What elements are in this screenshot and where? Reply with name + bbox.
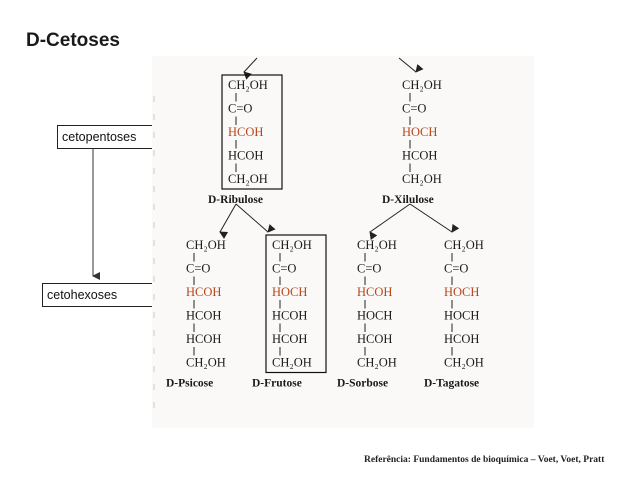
formula-line: HCOH: [357, 332, 392, 346]
molecule-d-tagatose: CH₂OH C=O HOCH HOCH HCOH CH₂OH D-Tagatose: [424, 238, 484, 390]
formula-line: CH₂OH: [357, 238, 397, 252]
branch-arrow: [219, 203, 237, 239]
formula-line: HOCH: [272, 285, 307, 299]
formula-line: CH₂OH: [402, 172, 442, 186]
formula-line: C=O: [402, 102, 426, 116]
formula-line: CH₂OH: [357, 356, 397, 370]
ketopentoses-label: cetopentoses: [57, 125, 162, 149]
branch-arrow: [235, 203, 276, 233]
formula-line: CH₂OH: [186, 356, 226, 370]
formula-line: C=O: [228, 102, 252, 116]
molecule-d-xilulose: CH₂OH C=O HOCH HCOH CH₂OH D-Xilulose: [382, 78, 442, 206]
molecule-d-sorbose: CH₂OH C=O HCOH HOCH HCOH CH₂OH D-Sorbose: [337, 238, 397, 390]
formula-line: HCOH: [186, 285, 221, 299]
molecule-d-ribulose: CH₂OH C=O HCOH HCOH CH₂OH D-Ribulose: [208, 74, 283, 206]
formula-line: HOCH: [402, 125, 437, 139]
formula-line: HOCH: [444, 285, 479, 299]
formula-line: CH₂OH: [402, 78, 442, 92]
formula-line: CH₂OH: [272, 238, 312, 252]
ketohexoses-label: cetohexoses: [42, 283, 153, 307]
branch-arrow: [398, 57, 424, 73]
molecule-name: D-Xilulose: [382, 194, 434, 206]
formula-line: CH₂OH: [228, 172, 268, 186]
formula-line: CH₂OH: [186, 238, 226, 252]
molecule-name: D-Frutose: [252, 378, 302, 390]
molecule-name: D-Psicose: [166, 378, 213, 390]
formula-line: CH₂OH: [272, 356, 312, 370]
formula-line: HCOH: [186, 309, 221, 323]
formula-line: CH₂OH: [444, 356, 484, 370]
highlight-box: [265, 234, 327, 374]
highlight-box: [221, 74, 283, 190]
formula-line: HCOH: [444, 332, 479, 346]
formula-line: HCOH: [186, 332, 221, 346]
formula-line: C=O: [444, 262, 468, 276]
reference-note: Referência: Fundamentos de bioquímica – …: [364, 455, 605, 465]
formula-line: CH₂OH: [228, 78, 268, 92]
molecule-name: D-Sorbose: [337, 378, 388, 390]
formula-line: HCOH: [357, 285, 392, 299]
ketose-structures-figure: CH₂OHC=OHCOHHCOHCH₂OHD-RibuloseCH₂OHC=OH…: [152, 56, 534, 428]
formula-line: HCOH: [228, 149, 263, 163]
molecule-name: D-Tagatose: [424, 378, 479, 390]
molecule-d-psicose: CH₂OH C=O HCOH HCOH HCOH CH₂OH D-Psicose: [166, 238, 226, 390]
molecule-name: D-Ribulose: [208, 194, 263, 206]
formula-line: HCOH: [272, 332, 307, 346]
molecule-d-frutose: CH₂OH C=O HOCH HCOH HCOH CH₂OH D-Frutose: [252, 234, 327, 390]
formula-line: HCOH: [402, 149, 437, 163]
branch-arrow: [369, 203, 411, 241]
formula-line: C=O: [357, 262, 381, 276]
page-title: D-Cetoses: [26, 30, 120, 51]
formula-line: C=O: [272, 262, 296, 276]
formula-line: HOCH: [444, 309, 479, 323]
formula-line: HCOH: [272, 309, 307, 323]
formula-line: HCOH: [228, 125, 263, 139]
formula-line: C=O: [186, 262, 210, 276]
branch-arrow: [409, 203, 460, 233]
figure-background: [152, 56, 534, 428]
formula-line: HOCH: [357, 309, 392, 323]
branch-arrow: [243, 57, 258, 80]
formula-line: CH₂OH: [444, 238, 484, 252]
